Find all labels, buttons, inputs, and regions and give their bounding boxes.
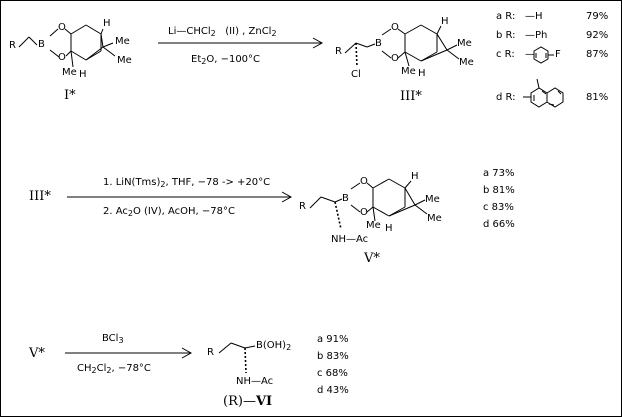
r-group-a-label: a R: [496,11,516,22]
compound-VI-boronic-acid: B(OH)2 [256,340,292,352]
arrow-step1 [158,37,324,49]
step3-reagent: BCl3 [102,333,124,345]
compound-VI-r-atom: R [207,347,214,358]
r-group-d-label: d R: [496,92,516,103]
compound-I-methyl-1: Me [115,36,130,47]
yield-VI-c: c 68% [317,368,348,379]
compound-V-label: V* [364,251,380,266]
compound-VI-numeral: VI [255,394,273,409]
compound-V-structure [309,178,428,230]
compound-I-boron-atom: B [38,39,45,50]
r-group-b-yield: 92% [586,30,609,41]
r-group-d-yield: 81% [586,92,609,103]
step2-line2-text: 2. Ac [103,206,128,217]
step2-line2-rest: O (IV), AcOH, −78°C [132,206,235,217]
compound-III-oxygen-top: O [391,22,399,33]
yield-VI-b: b 83% [317,351,349,362]
compound-III-boron-atom: B [375,38,382,49]
yield-V-a: a 73% [483,168,515,179]
compound-V-methyl-3: Me [366,220,381,231]
compound-III-hydrogen-top: H [441,16,449,27]
step3-conditions-cl: Cl [96,363,107,374]
compound-VI-boronic-text: B(OH) [256,340,287,351]
compound-V-boron-atom: B [342,193,349,204]
compound-I-hydrogen-top: H [103,18,111,29]
yield-V-d: d 66% [483,219,515,230]
r-group-b-group: —Ph [525,30,548,41]
step1-reagent: Li—CHCl2 (II) , ZnCl2 [168,26,277,38]
step1-conditions-rest: O, −100°C [206,54,261,65]
arrow-step3 [65,347,193,359]
r-group-c-group: — [525,49,535,60]
step1-reagent-zncl: , ZnCl [242,26,272,37]
compound-I-oxygen-top: O [58,22,66,33]
compound-VI-nhac: NH—Ac [236,376,274,387]
r-group-c-label: c R: [496,49,515,60]
compound-VI-structure [218,342,256,374]
compound-III-methyl-1: Me [457,38,472,49]
step3-conditions-rest: , −78°C [111,363,151,374]
step2-line1-rest: , THF, −78 -> +20°C [165,177,271,188]
arrow-step2 [67,191,293,203]
step1-reagent-li: Li [168,26,177,37]
compound-I-hydrogen-bottom: H [79,69,87,80]
compound-I-structure [18,24,116,68]
step3-conditions: CH2Cl2, −78°C [77,363,151,375]
yield-VI-a: a 91% [317,334,349,345]
compound-V-methyl-2: Me [427,213,442,224]
step3-start-compound: V* [29,346,45,361]
compound-I-methyl-2: Me [117,55,132,66]
compound-I-methyl-3: Me [62,67,77,78]
r-group-b-label: b R: [496,30,516,41]
step1-reagent-chcl: CHCl [186,26,211,37]
compound-V-hydrogen-top: H [411,171,419,182]
compound-III-label: III* [400,89,422,104]
compound-III-structure [344,24,460,68]
compound-V-oxygen-bottom: O [360,207,368,218]
fluorophenyl-ring [533,46,554,64]
r-group-a-yield: 79% [586,11,609,22]
compound-VI-prefix: (R) [223,394,243,409]
r-group-c-yield: 87% [586,49,609,60]
step2-line1: 1. LiN(Tms)2, THF, −78 -> +20°C [103,177,271,189]
compound-III-r-atom: R [335,46,342,57]
compound-VI-label: (R)—VI [223,394,273,409]
step1-conditions-et: Et [191,54,202,65]
step2-line2: 2. Ac2O (IV), AcOH, −78°C [103,206,235,218]
yield-V-b: b 81% [483,185,515,196]
compound-I-label: I* [64,88,76,103]
naphthyl-ring [523,78,564,108]
step2-line1-text: 1. LiN(Tms) [103,177,161,188]
compound-V-methyl-1: Me [425,194,440,205]
yield-VI-d: d 43% [317,385,349,396]
step3-conditions-ch: CH [77,363,92,374]
step3-reagent-text: BCl [102,333,119,344]
compound-III-methyl-2: Me [459,57,474,68]
step1-reagent-label: (II) [225,26,239,37]
step2-start-compound: III* [29,189,51,204]
compound-III-chlorine: Cl [351,69,361,80]
r-group-a-group: —H [525,11,543,22]
compound-V-nhac: NH—Ac [331,234,369,245]
yield-V-c: c 83% [483,202,514,213]
compound-V-oxygen-top: O [360,176,368,187]
compound-III-methyl-3: Me [401,66,416,77]
compound-III-oxygen-bottom: O [391,53,399,64]
compound-III-hydrogen-bottom: H [418,68,426,79]
compound-V-hydrogen-bottom: H [385,223,393,234]
r-group-c-fluorine: F [555,49,561,60]
compound-I-r-atom: R [9,40,16,51]
compound-I-oxygen-bottom: O [58,52,66,63]
compound-V-r-atom: R [299,201,306,212]
step1-conditions: Et2O, −100°C [191,54,261,66]
